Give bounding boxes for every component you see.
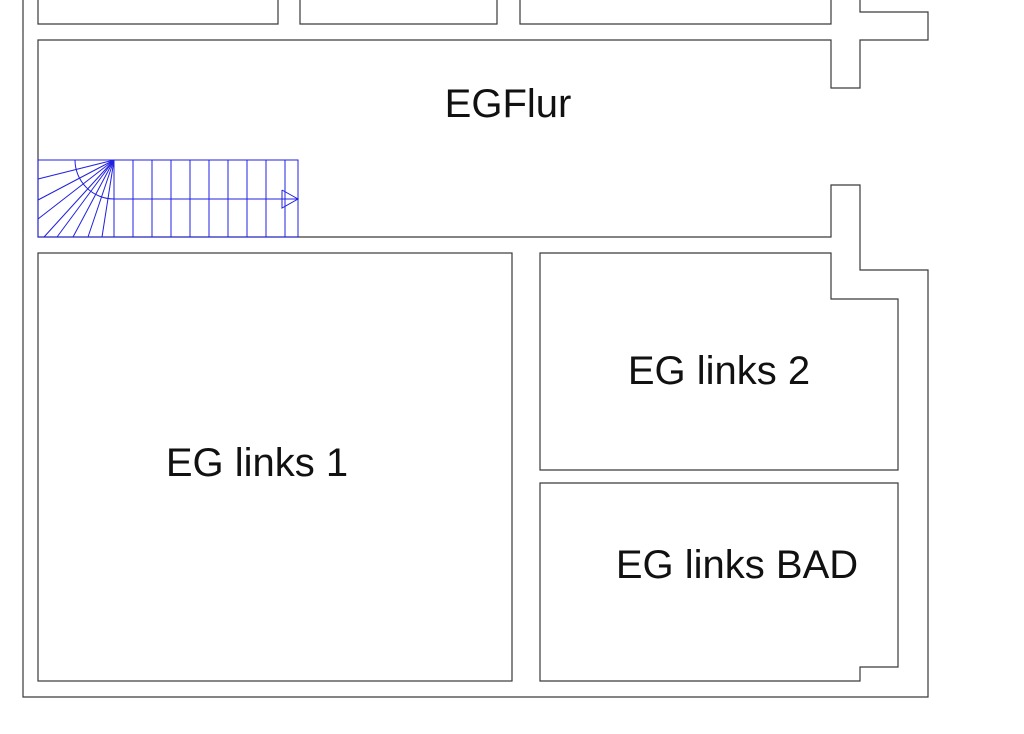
room-eg-links-2 (539, 252, 899, 471)
stair-winder-tread (37, 159, 115, 201)
top-room-left (37, 0, 279, 25)
staircase-arrow (281, 189, 300, 209)
stair-winder-tread (56, 159, 115, 238)
room-eg-links-1 (37, 252, 513, 682)
room-label-eg-flur: EGFlur (445, 82, 572, 126)
room-eg-links-bad (539, 482, 899, 682)
room-label-eg-links-bad: EG links BAD (616, 543, 858, 587)
outer-wall-line (22, 0, 929, 698)
stair-winder-tread (37, 159, 115, 180)
top-room-right (519, 0, 832, 25)
outer-wall (22, 0, 929, 698)
top-room-middle (299, 0, 498, 25)
stair-winder-tread (72, 159, 115, 238)
staircase-winder-arc (74, 159, 115, 200)
stair-winder-tread (43, 159, 115, 238)
stair-winder-tread (101, 159, 115, 238)
room-label-eg-links-2: EG links 2 (628, 349, 810, 393)
staircase (37, 159, 300, 238)
staircase-treads (37, 159, 286, 238)
stair-winder-tread (87, 159, 115, 238)
stair-winder-tread (37, 159, 115, 220)
room-label-eg-links-1: EG links 1 (166, 441, 348, 485)
top-rooms (37, 0, 832, 25)
